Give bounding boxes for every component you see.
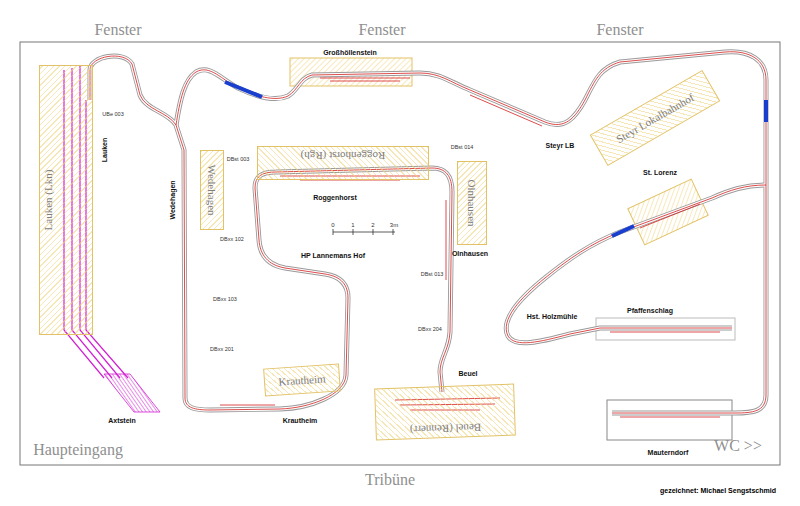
- track-bed: [506, 185, 766, 343]
- station-name: Pfaffenschlag: [627, 307, 673, 314]
- room-outline: [20, 42, 780, 465]
- module-number: DBxx 201: [210, 347, 234, 353]
- module-name: Roggenhorst (Rgh): [301, 149, 386, 162]
- siding: [220, 405, 275, 406]
- scale-number: 0: [331, 222, 334, 228]
- track-bed: [90, 56, 452, 410]
- module-number: DBst 013: [421, 272, 444, 278]
- module-box: Krautheim: [263, 363, 341, 396]
- module-name: Krautheim: [278, 372, 326, 388]
- station-name: HP Lannemans Hof: [301, 252, 365, 259]
- station-name: Hst. Holzmühle: [527, 313, 578, 320]
- track-bed: [176, 52, 766, 413]
- siding: [470, 95, 542, 126]
- fiddle-yard: [104, 374, 160, 412]
- blue-section: [612, 226, 634, 236]
- module-name: Lauken (Lkn): [42, 170, 55, 231]
- room-label: Fenster: [596, 22, 643, 38]
- module-box: Beuel (Rennerr): [374, 384, 516, 441]
- track-bed: [90, 56, 452, 410]
- scale-bar: [333, 229, 395, 235]
- module-box: Lauken (Lkn): [39, 65, 93, 335]
- station-name: Beuel: [458, 370, 477, 377]
- siding: [620, 417, 720, 418]
- module-areas: [290, 58, 735, 440]
- room-label: Fenster: [358, 22, 405, 38]
- station-name: Axtstein: [108, 417, 136, 424]
- module-number: DBxx 204: [418, 327, 442, 333]
- author-note: gezeichnet: Michael Sengstschmid: [660, 487, 776, 494]
- main-track: [90, 52, 766, 413]
- station-name: Wedehagen: [169, 180, 176, 219]
- blue-sections: [225, 82, 766, 236]
- module-box: Roggenhorst (Rgh): [257, 146, 429, 180]
- room-label: WC >>: [714, 438, 762, 454]
- module-number: DBxx 102: [220, 237, 244, 243]
- module-box: Wedehagen: [200, 150, 224, 230]
- module-box: Steyr Lokalbahnhof: [590, 70, 721, 166]
- module-box: Olnhausen: [457, 161, 487, 245]
- station-sidings: [220, 78, 720, 417]
- module-number: UBe 003: [102, 112, 123, 118]
- siding: [610, 332, 720, 333]
- room-label: Tribüne: [365, 472, 415, 488]
- track-bed: [506, 185, 766, 343]
- module-area: [607, 400, 732, 440]
- room-label: Fenster: [94, 22, 141, 38]
- module-number: DBst 014: [451, 145, 474, 151]
- station-name: Großhöllenstein: [323, 49, 377, 56]
- track: [176, 52, 766, 413]
- station-name: St. Lorenz: [643, 169, 677, 176]
- blue-section: [764, 100, 768, 122]
- track: [506, 185, 766, 343]
- siding: [446, 200, 447, 280]
- scale-number: 2: [371, 222, 374, 228]
- scale-number: 1: [351, 222, 354, 228]
- station-name: Roggenhorst: [313, 194, 357, 201]
- module-name: Beuel (Rennerr): [410, 421, 482, 436]
- scale-line: [333, 229, 395, 235]
- module-name: Olnhausen: [466, 179, 479, 226]
- module-number: DBxx 103: [213, 297, 237, 303]
- station-name: Krautheim: [283, 417, 318, 424]
- siding: [320, 78, 410, 81]
- room-label: Haupteingang: [33, 442, 123, 458]
- module-number: DBst 003: [227, 157, 250, 163]
- module-name: Steyr Lokalbahnhof: [614, 91, 696, 146]
- scale-number: 3m: [390, 222, 398, 228]
- track-bed: [176, 52, 766, 413]
- siding: [640, 204, 700, 228]
- blue-section: [225, 82, 262, 97]
- station-name: Olnhausen: [452, 250, 488, 257]
- station-name: Lauken: [101, 138, 108, 163]
- station-name: Mauterndorf: [648, 449, 689, 456]
- station-name: Steyr LB: [546, 142, 575, 149]
- track: [90, 56, 452, 410]
- module-name: Wedehagen: [206, 164, 219, 215]
